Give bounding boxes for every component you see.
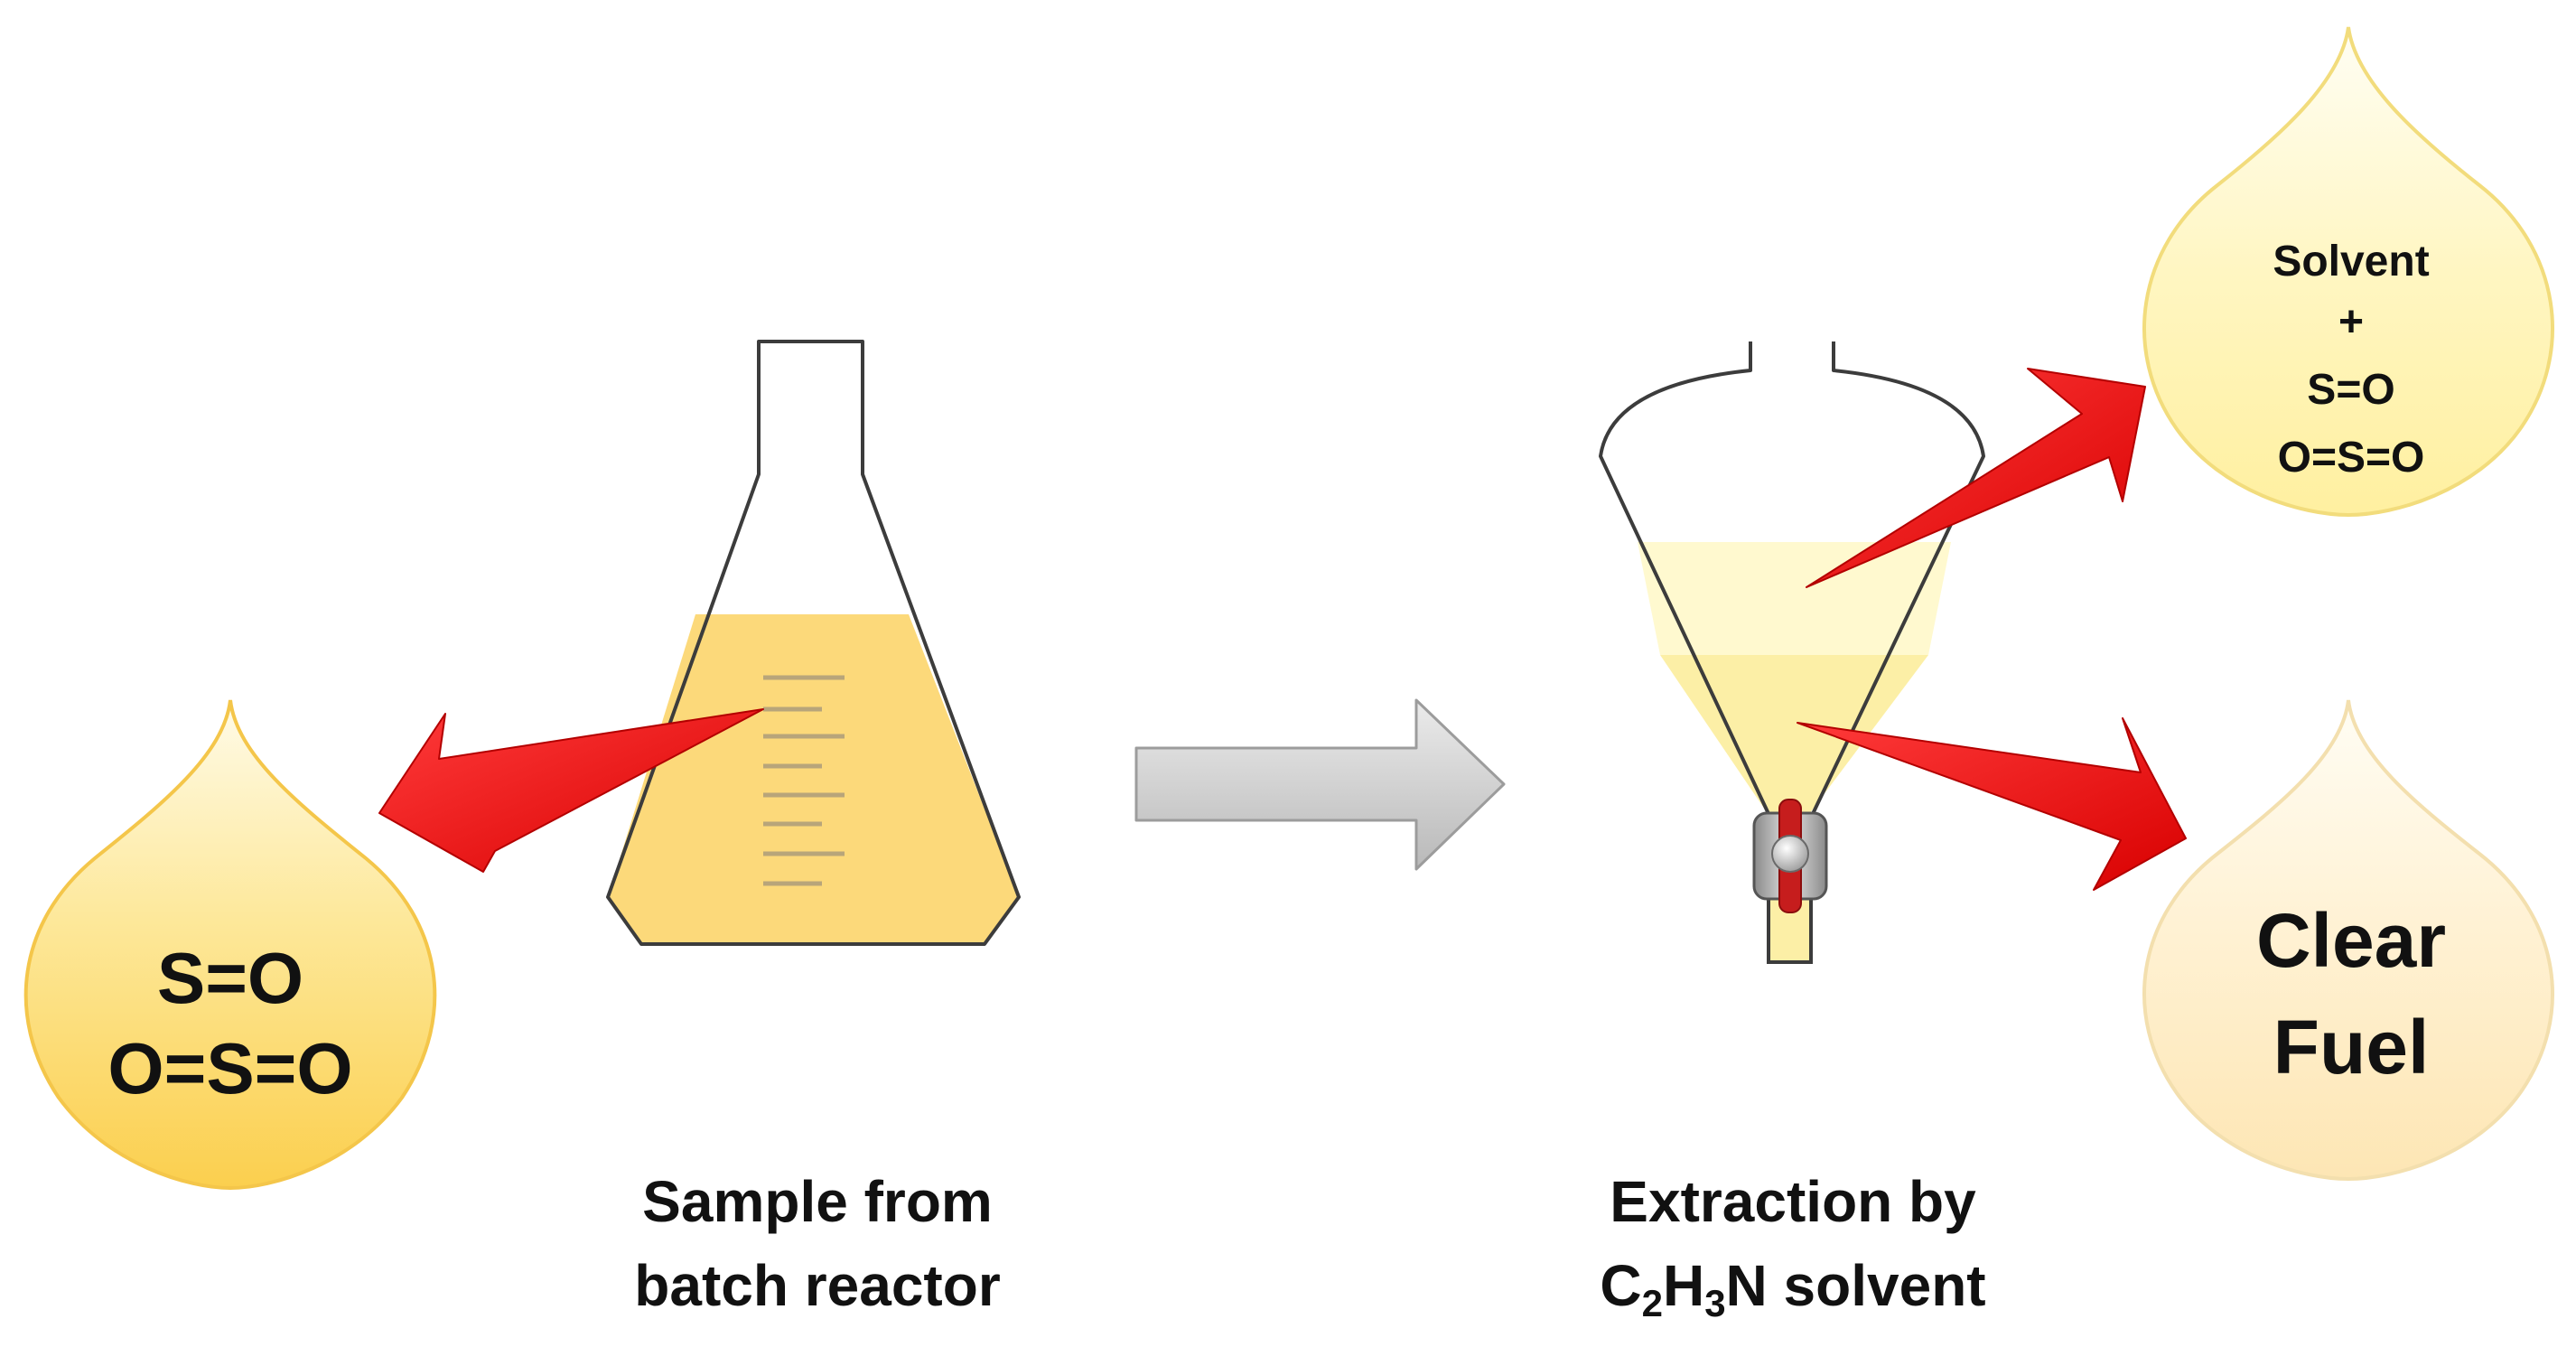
flask-outline (606, 340, 1021, 946)
drop-top-right-line3: S=O (2307, 366, 2394, 414)
drop-left: S=O O=S=O (23, 699, 437, 1191)
caption-right-suffix: solvent (1768, 1253, 1986, 1318)
drop-top-right-line1: Solvent (2273, 238, 2429, 285)
caption-left-line2: batch reactor (634, 1253, 1000, 1318)
arrow-funnel-to-solvent (1806, 368, 2146, 588)
drop-top-right-line4: O=S=O (2278, 434, 2425, 482)
red-arrow (1806, 368, 2146, 588)
formula-subscript-2: 2 (1642, 1282, 1663, 1324)
drop-bottom-right: Clear Fuel (2142, 699, 2554, 1182)
erlenmeyer-flask (606, 340, 1021, 946)
separatory-funnel (1599, 341, 1985, 964)
drop-top-right-line2: + (2338, 298, 2364, 346)
caption-left: Sample from batch reactor (634, 1169, 1000, 1318)
formula-n: N (1726, 1253, 1768, 1318)
drop-top-right-shape (2142, 26, 2554, 518)
drop-left-line1: S=O (157, 938, 303, 1018)
gray-process-arrow (1134, 698, 1506, 871)
drop-top-right: Solvent + S=O O=S=O (2142, 26, 2554, 518)
flask-graduations (763, 675, 845, 886)
arrow-funnel-to-fuel (1797, 717, 2187, 891)
caption-left-line1: Sample from (642, 1169, 993, 1234)
formula-c: C (1600, 1253, 1641, 1318)
formula-subscript-3: 3 (1704, 1282, 1725, 1324)
arrow-flask-to-drop (378, 708, 764, 873)
drop-left-line2: O=S=O (107, 1028, 352, 1108)
red-arrow (1797, 717, 2187, 891)
red-arrow (378, 708, 764, 873)
caption-right: Extraction by C2H3N solvent (1600, 1169, 1985, 1324)
stopcock-ball (1771, 835, 1809, 873)
funnel-lower-layer (1660, 655, 1928, 818)
caption-right-line1: Extraction by (1610, 1169, 1976, 1234)
formula-h: H (1663, 1253, 1704, 1318)
flask-liquid (608, 614, 1019, 944)
drop-bottom-right-line2: Fuel (2273, 1005, 2430, 1090)
process-arrow (1134, 698, 1506, 871)
funnel-upper-layer (1638, 542, 1951, 655)
caption-right-line2: C2H3N solvent (1600, 1253, 1985, 1324)
drop-left-shape (23, 699, 437, 1191)
funnel-outline (1599, 341, 1985, 818)
drop-bottom-right-line1: Clear (2256, 898, 2446, 983)
drop-bottom-right-shape (2142, 699, 2554, 1182)
